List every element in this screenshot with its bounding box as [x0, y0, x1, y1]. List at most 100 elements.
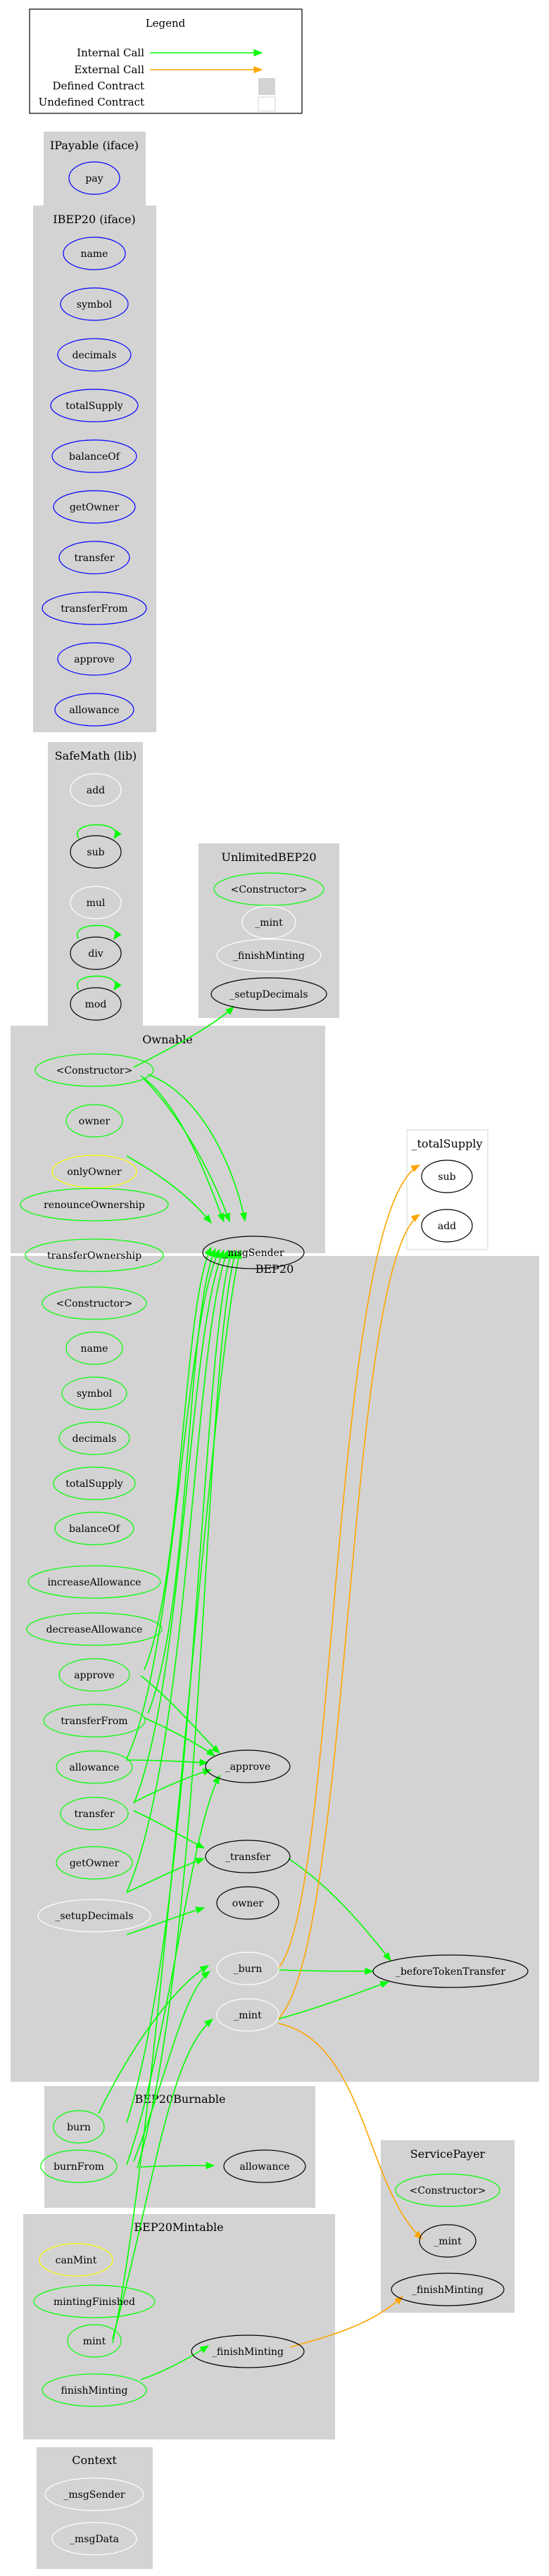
- node-ownable-renounce: [20, 1188, 169, 1221]
- node-bep20-decimals: [58, 1421, 130, 1455]
- edge-burn-to-msgsender: [126, 1249, 233, 2123]
- node-bep20-transfer-label: transfer: [74, 1809, 114, 1820]
- node-ibep20-getowner-label: getOwner: [70, 502, 120, 513]
- node-ownable-constructor: [34, 1053, 154, 1087]
- node-servicepayer-constructor-label: <Constructor>: [410, 2185, 486, 2197]
- node-mintable-finishminting-int-label: _finishMinting: [212, 2346, 284, 2358]
- node-bep20-mint-int: [216, 1998, 279, 2032]
- legend-defined-contract-label: Defined Contract: [52, 80, 144, 92]
- node-bep20-increaseallowance: [27, 1565, 161, 1599]
- edge-mint-int-to-beforetokentransfer: [277, 1981, 390, 2020]
- node-ibep20-decimals: [57, 338, 132, 372]
- cluster-servicepayer: ServicePayer: [381, 2140, 515, 2313]
- edge-burnfrom-to-approve: [126, 1774, 220, 2166]
- node-ibep20-allowance-label: allowance: [69, 705, 119, 716]
- node-ownable-msgsender-label: _msgSender: [222, 1248, 284, 1259]
- edge-ownable-constructor-to-msgsender-2: [147, 1074, 247, 1222]
- node-ibep20-balanceof-label: balanceOf: [69, 451, 121, 463]
- edge-mint-to-mint-int: [112, 2018, 213, 2339]
- node-bep20-totalsupply-label: totalSupply: [65, 1478, 123, 1490]
- legend-defined-contract-swatch: [258, 78, 275, 95]
- node-bep20-symbol: [61, 1376, 127, 1410]
- node-ownable-transferownership-label: transferOwnership: [47, 1250, 141, 1262]
- node-bep20-decreaseallowance: [26, 1612, 163, 1646]
- node-unlimited-finishminting: [216, 938, 322, 972]
- node-ibep20-transferfrom: [42, 591, 147, 625]
- node-bep20-constructor-label: <Constructor>: [56, 1298, 133, 1309]
- node-unlimited-finishminting-label: _finishMinting: [233, 950, 305, 962]
- legend-frame: [29, 8, 303, 114]
- edge-increaseallowance-to-msgsender: [144, 1246, 212, 1671]
- node-servicepayer-mint-label: _mint: [434, 2236, 462, 2247]
- edge-transfer-to-msgsender: [126, 1249, 229, 1893]
- node-safemath-div-label: div: [88, 948, 103, 960]
- node-bep20-beforetokentransfer-label: _beforeTokenTransfer: [396, 1966, 505, 1978]
- edge-sub-self-loop: [77, 824, 122, 840]
- node-bep20-beforetokentransfer: [372, 1954, 529, 1988]
- node-ibep20-decimals-label: decimals: [72, 350, 117, 361]
- edge-div-self-loop: [77, 924, 122, 941]
- node-ibep20-approve-label: approve: [74, 654, 115, 665]
- node-safemath-add-label: add: [87, 785, 105, 796]
- cluster-ibep20: IBEP20 (iface): [33, 206, 156, 732]
- edge-burnfrom-to-msgsender: [137, 1249, 238, 2169]
- node-bep20-burn-int-label: _burn: [234, 1964, 263, 1975]
- node-ownable-owner-label: owner: [79, 1116, 111, 1127]
- node-unlimited-mint: [241, 905, 296, 939]
- node-mintable-canmint-label: canMint: [56, 2255, 97, 2266]
- node-ownable-constructor-label: <Constructor>: [56, 1065, 133, 1076]
- node-burnable-allowance-label: allowance: [239, 2161, 289, 2173]
- node-totalsupply-sub-label: sub: [438, 1171, 455, 1183]
- node-ibep20-getowner: [53, 490, 136, 524]
- edge-burn-to-burn-int: [98, 1965, 210, 2114]
- edge-transferfrom-to-approve: [133, 1768, 213, 1803]
- node-bep20-setupdecimals-label: _setupDecimals: [55, 1911, 133, 1922]
- node-totalsupply-add: [421, 1209, 473, 1243]
- node-safemath-mod-label: mod: [85, 999, 107, 1010]
- cluster-safemath-title: SafeMath (lib): [55, 749, 137, 762]
- node-mintable-finishminting-label: finishMinting: [61, 2385, 128, 2396]
- node-bep20-approve-int-label: _approve: [225, 1761, 271, 1773]
- node-bep20-transfer-int: [205, 1840, 291, 1873]
- node-bep20-mint-int-label: _mint: [234, 2010, 262, 2021]
- node-bep20-totalsupply: [53, 1466, 136, 1500]
- node-bep20-setupdecimals: [37, 1899, 151, 1933]
- edge-ownable-constructor-to-setupdecimals: [133, 1006, 234, 1068]
- node-bep20-allowance-label: allowance: [69, 1762, 119, 1773]
- edge-mint-int-to-totalsupply-add: [277, 1214, 421, 2020]
- node-ibep20-allowance: [54, 693, 134, 727]
- node-unlimited-constructor-label: <Constructor>: [231, 884, 308, 896]
- edge-ownable-constructor-to-msgsender-3: [143, 1078, 230, 1223]
- node-servicepayer-finishminting-label: _finishMinting: [412, 2285, 484, 2296]
- node-burnable-burn: [53, 2110, 105, 2144]
- node-burnable-burnfrom: [40, 2149, 118, 2183]
- legend-title: Legend: [146, 17, 186, 30]
- node-bep20-approve-int: [205, 1749, 291, 1783]
- node-totalsupply-add-label: add: [438, 1221, 456, 1232]
- node-ownable-owner: [65, 1104, 123, 1138]
- legend-undefined-contract-label: Undefined Contract: [39, 96, 144, 108]
- node-unlimited-mint-label: _mint: [255, 917, 283, 929]
- node-mintable-mint: [67, 2324, 122, 2358]
- node-ibep20-transfer-label: transfer: [74, 553, 114, 564]
- cluster-servicepayer-title: ServicePayer: [410, 2147, 486, 2161]
- node-ibep20-transfer: [58, 541, 130, 574]
- node-bep20-transferfrom-label: transferFrom: [61, 1716, 127, 1727]
- node-ibep20-transferfrom-label: transferFrom: [61, 603, 127, 615]
- node-mintable-mintingfinished: [33, 2285, 156, 2318]
- node-ibep20-symbol: [60, 287, 129, 321]
- cluster-context-title: Context: [72, 2454, 117, 2467]
- node-bep20-owner-label: owner: [232, 1898, 264, 1909]
- edge-finishminting-int-to-servicepayer-finishminting: [289, 2296, 403, 2348]
- node-ibep20-totalsupply-label: totalSupply: [65, 401, 123, 412]
- node-mintable-finishminting-int: [191, 2335, 305, 2368]
- node-ownable-onlyowner: [51, 1155, 137, 1188]
- node-bep20-owner: [216, 1886, 279, 1920]
- node-ibep20-name-label: name: [81, 249, 108, 260]
- legend-internal-call-label: Internal Call: [77, 46, 144, 59]
- node-ownable-onlyowner-label: onlyOwner: [67, 1167, 122, 1178]
- edge-burnfrom-to-allowance: [140, 2161, 215, 2170]
- node-ibep20-balanceof: [51, 439, 137, 473]
- node-bep20-decimals-label: decimals: [72, 1433, 117, 1445]
- node-context-msgsender-label: _msgSender: [63, 2489, 125, 2501]
